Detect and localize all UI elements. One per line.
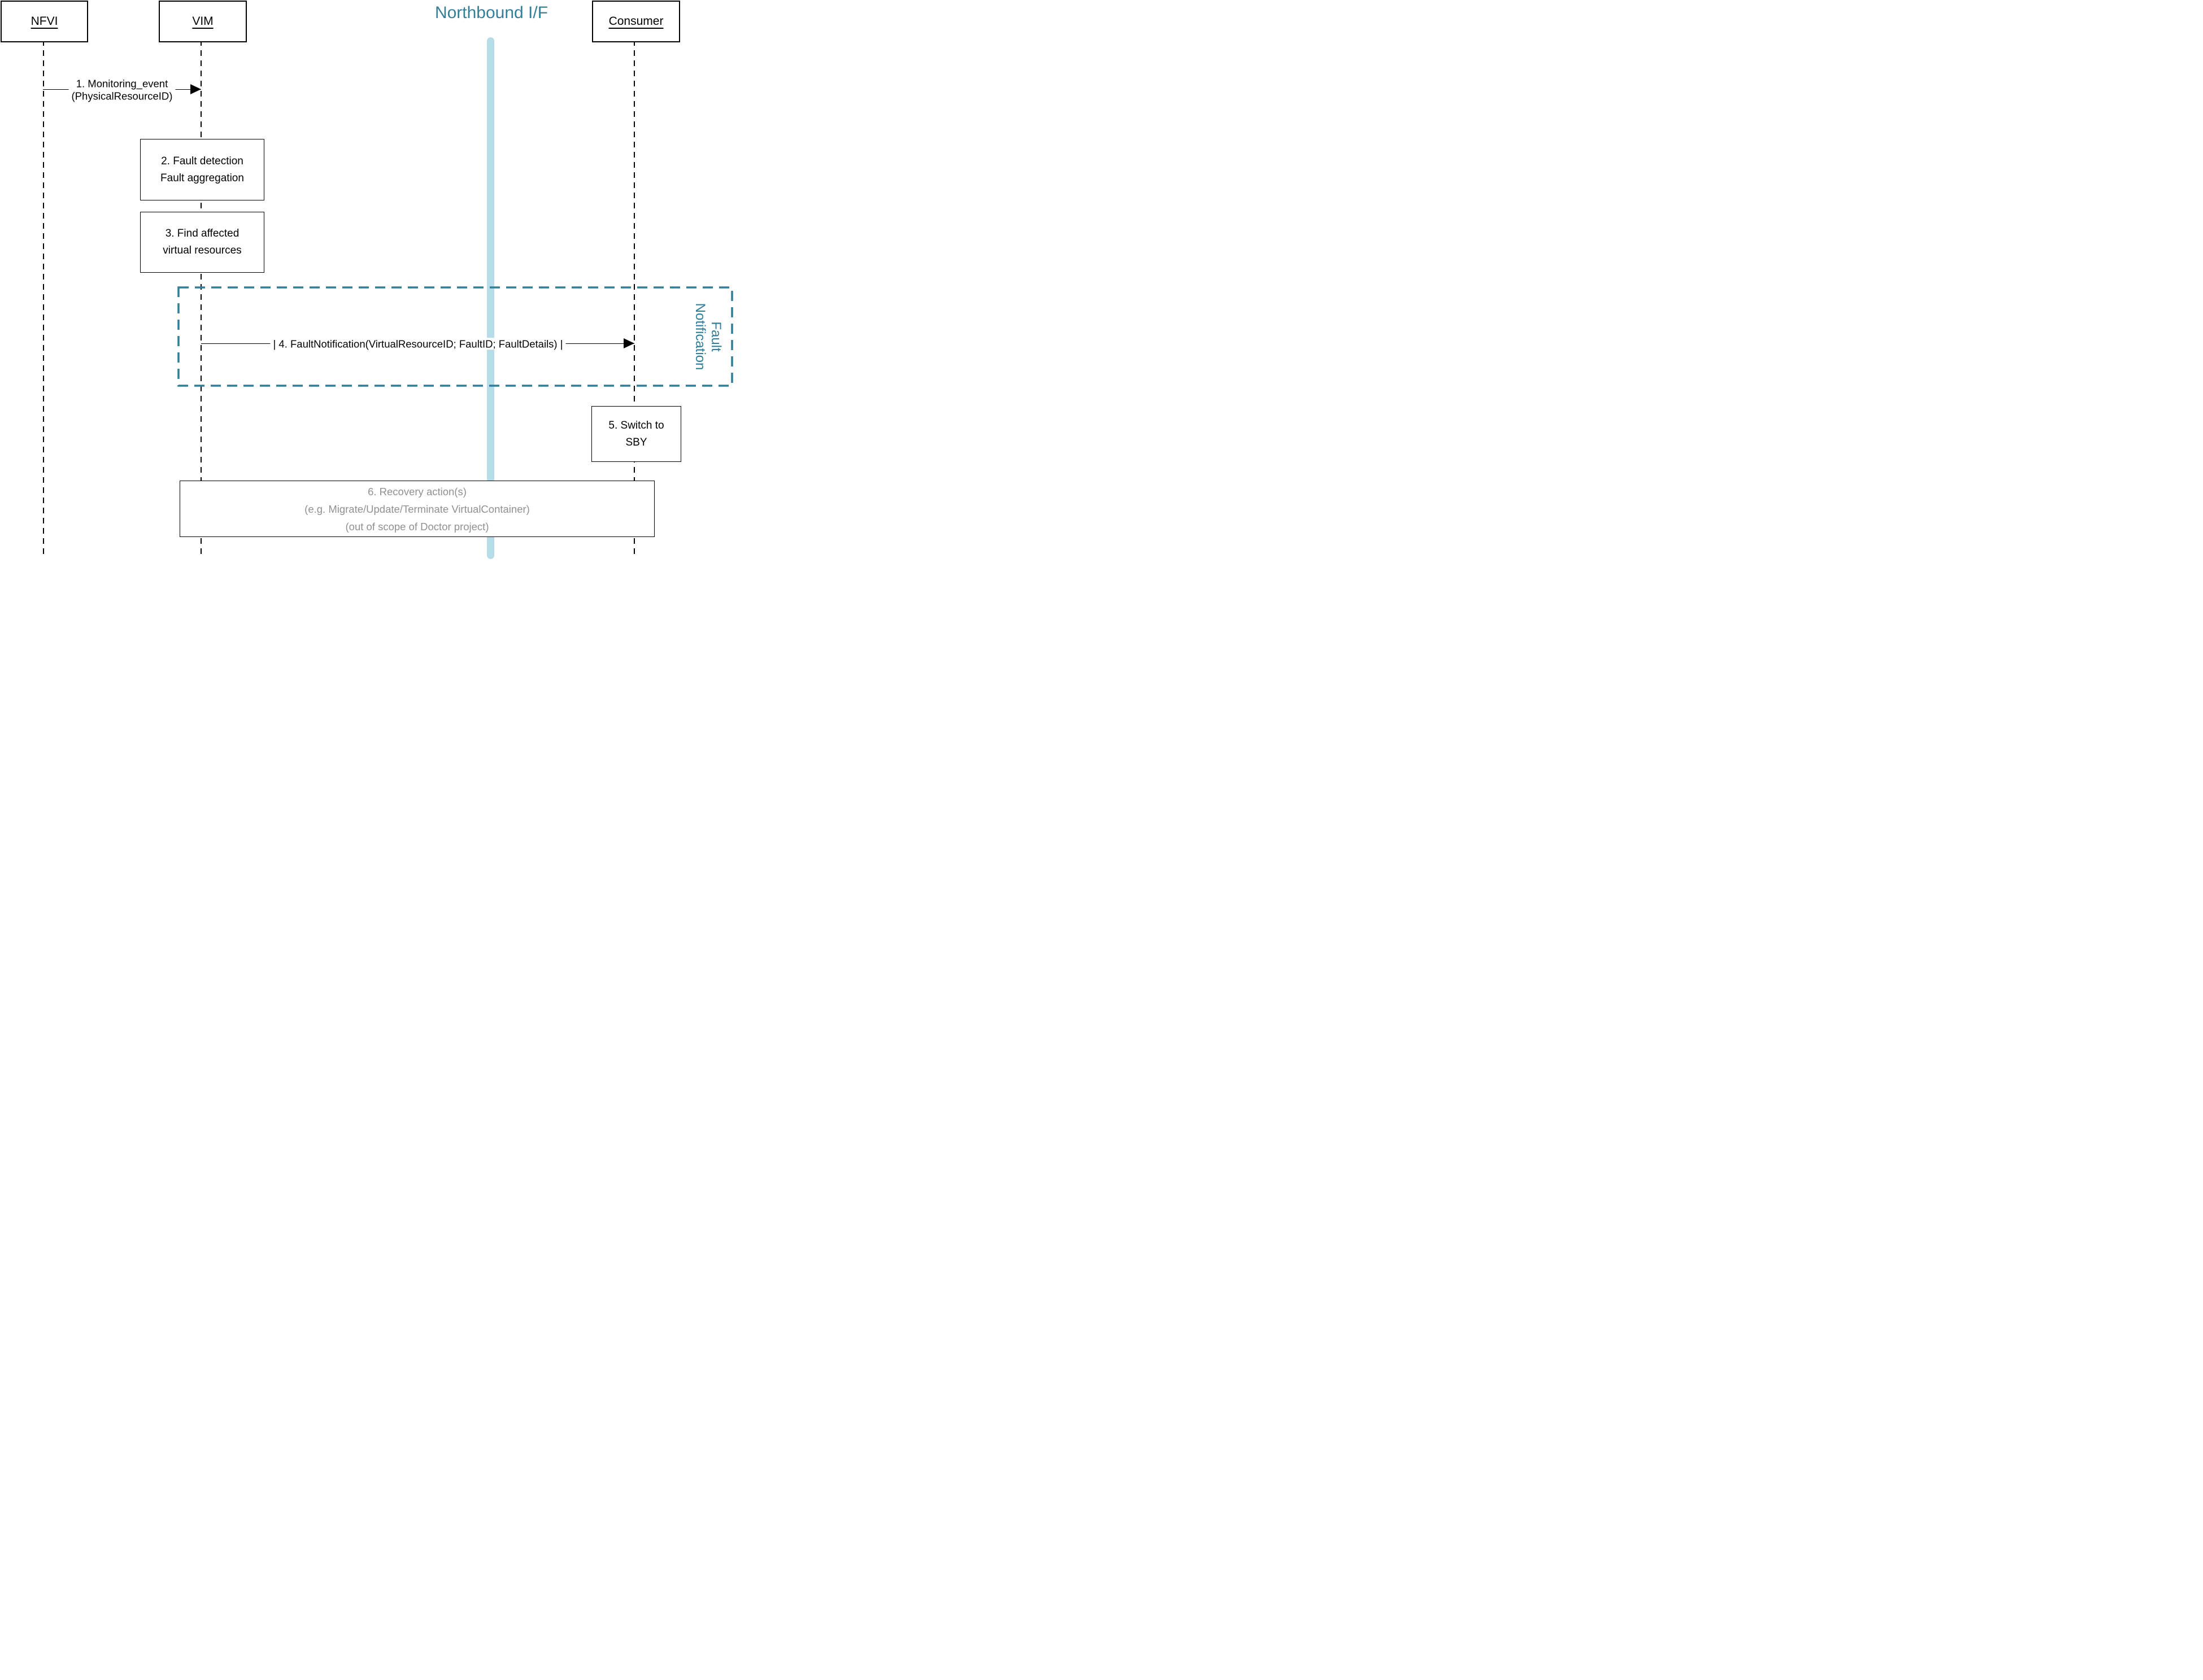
step6-line2: (e.g. Migrate/Update/Terminate VirtualCo… (304, 503, 530, 515)
lifeline-vim (201, 40, 202, 557)
frame-label-line1: Fault (708, 321, 724, 352)
step2-line1: 2. Fault detection (161, 155, 243, 167)
frame-label-line2: Notification (693, 303, 708, 370)
step6-line3: (out of scope of Doctor project) (345, 520, 489, 533)
lifeline-nfvi (43, 40, 44, 557)
message1-label-line2: (PhysicalResourceID) (71, 90, 173, 102)
message4-label: | 4. FaultNotification(VirtualResourceID… (270, 337, 566, 350)
northbound-interface-bar (487, 37, 494, 559)
lifeline-consumer (634, 40, 635, 557)
step6-line1: 6. Recovery action(s) (368, 485, 467, 498)
step3-box: 3. Find affected virtual resources (140, 212, 264, 273)
step6-box: 6. Recovery action(s) (e.g. Migrate/Upda… (180, 481, 655, 537)
step2-line2: Fault aggregation (160, 172, 244, 184)
northbound-interface-title: Northbound I/F (434, 3, 548, 22)
actor-label-consumer: Consumer (608, 15, 664, 28)
step2-box: 2. Fault detection Fault aggregation (140, 139, 264, 200)
message4-arrowhead-icon (624, 338, 634, 348)
message1-label-line1: 1. Monitoring_event (76, 77, 168, 90)
message1-label: 1. Monitoring_event (PhysicalResourceID) (68, 77, 176, 102)
sequence-diagram: Fault Notification 1. Monitoring_event (… (0, 0, 734, 560)
actor-box-consumer: Consumer (592, 1, 680, 42)
message1-arrowhead-icon (190, 84, 201, 94)
actor-label-vim: VIM (192, 15, 214, 28)
actor-label-nfvi: NFVI (31, 15, 58, 28)
step5-line2: SBY (625, 436, 647, 448)
step3-line1: 3. Find affected (165, 228, 240, 239)
step5-line1: 5. Switch to (608, 419, 664, 431)
fault-notification-frame-label: Fault Notification (692, 303, 724, 370)
actor-box-nfvi: NFVI (1, 1, 88, 42)
fault-notification-frame (177, 286, 733, 387)
step3-line2: virtual resources (163, 245, 242, 256)
actor-box-vim: VIM (159, 1, 247, 42)
step5-box: 5. Switch to SBY (591, 406, 681, 462)
